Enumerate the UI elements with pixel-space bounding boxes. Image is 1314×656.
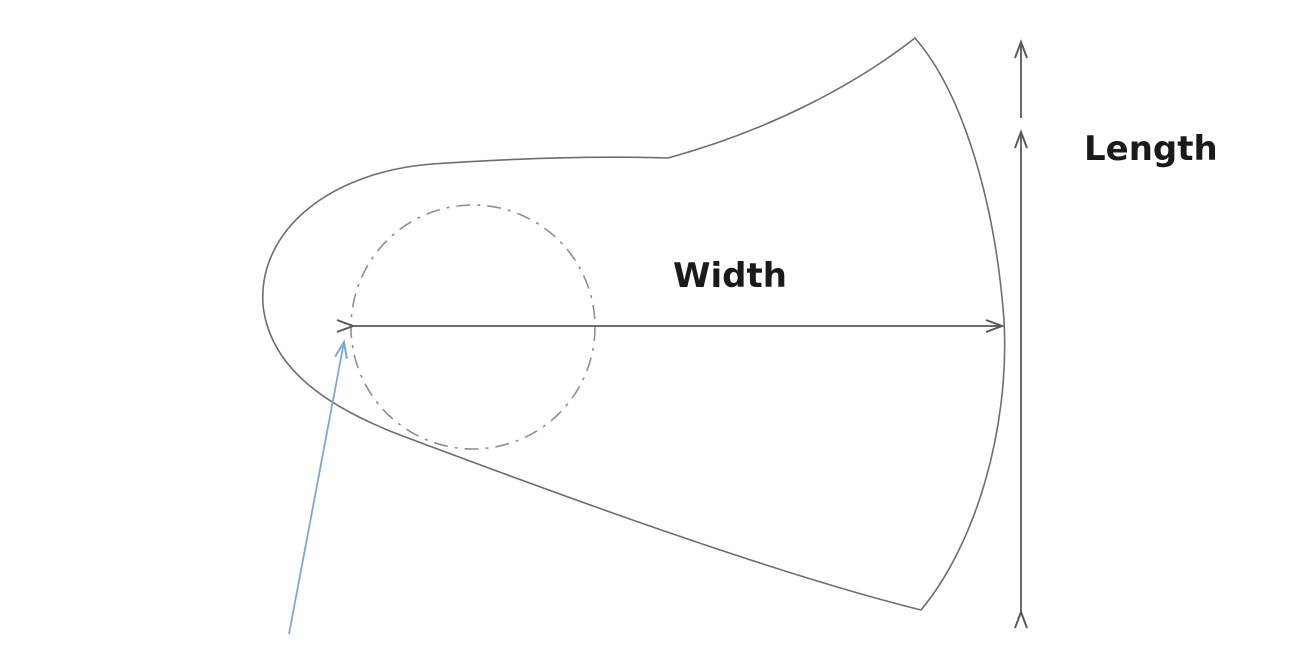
length-label: Length <box>1084 129 1218 169</box>
mask-outline <box>262 36 1006 611</box>
pointer-arrow <box>288 339 348 635</box>
width-label: Width <box>673 256 787 296</box>
